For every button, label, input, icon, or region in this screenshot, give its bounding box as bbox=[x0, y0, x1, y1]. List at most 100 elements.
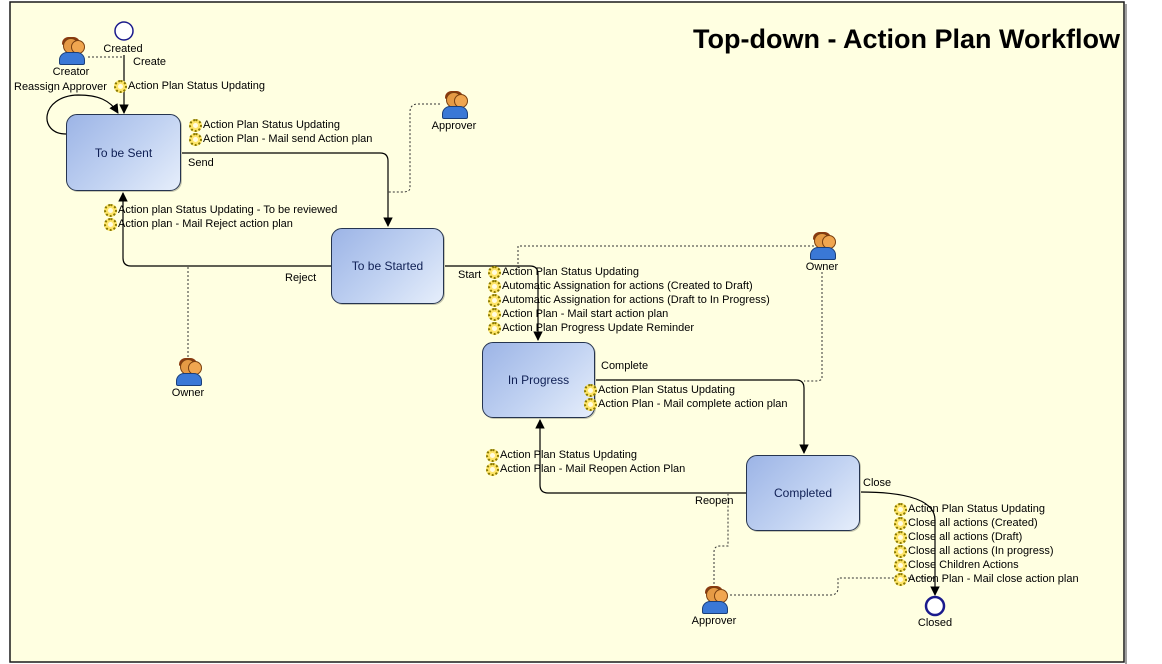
gear-icon bbox=[189, 118, 202, 132]
edge-complete bbox=[595, 379, 809, 454]
action-label: Action Plan Status Updating bbox=[128, 80, 265, 92]
action-item: Automatic Assignation for actions (Creat… bbox=[488, 279, 770, 293]
edge-start bbox=[444, 265, 543, 341]
action-item: Action Plan Status Updating bbox=[488, 265, 770, 279]
action-label: Action Plan Status Updating bbox=[502, 266, 639, 278]
action-item: Action Plan - Mail send Action plan bbox=[189, 132, 372, 146]
action-label: Automatic Assignation for actions (Creat… bbox=[502, 280, 753, 292]
gear-icon bbox=[894, 502, 907, 516]
start-terminal-label: Created bbox=[103, 43, 143, 55]
end-terminal-label: Closed bbox=[917, 617, 953, 629]
action-label: Action Plan - Mail complete action plan bbox=[598, 398, 788, 410]
gear-icon bbox=[488, 321, 501, 335]
action-label: Action plan Status Updating - To be revi… bbox=[118, 204, 338, 216]
edge-send bbox=[181, 152, 393, 227]
action-label: Action Plan - Mail start action plan bbox=[502, 308, 669, 320]
actor-owner-left-icon bbox=[174, 358, 204, 387]
transition-label-start: Start bbox=[458, 269, 482, 281]
gear-icon bbox=[894, 516, 907, 530]
action-label: Close all actions (Draft) bbox=[908, 531, 1023, 543]
action-label: Action Plan - Mail close action plan bbox=[908, 573, 1079, 585]
action-label: Action plan - Mail Reject action plan bbox=[118, 218, 293, 230]
action-item: Action Plan Status Updating bbox=[189, 118, 372, 132]
action-item: Action Plan Status Updating bbox=[114, 79, 265, 93]
action-label: Close all actions (In progress) bbox=[908, 545, 1054, 557]
gear-icon bbox=[189, 132, 202, 146]
action-item: Action Plan Status Updating bbox=[486, 448, 685, 462]
action-item: Action Plan - Mail complete action plan bbox=[584, 397, 788, 411]
gear-icon bbox=[486, 448, 499, 462]
edge-reject bbox=[118, 192, 331, 267]
canvas-background bbox=[9, 1, 1125, 663]
assoc-approver-top bbox=[388, 103, 440, 193]
state-completed[interactable]: Completed bbox=[746, 455, 860, 531]
transition-label-complete: Complete bbox=[601, 360, 649, 372]
gear-icon bbox=[104, 203, 117, 217]
actor-owner-right-label: Owner bbox=[805, 261, 839, 273]
gear-icon bbox=[486, 462, 499, 476]
action-label: Action Plan - Mail Reopen Action Plan bbox=[500, 463, 686, 475]
gear-icon bbox=[894, 572, 907, 586]
action-item: Action Plan Progress Update Reminder bbox=[488, 321, 770, 335]
assoc-owner-right bbox=[517, 245, 823, 382]
action-label: Action Plan Status Updating bbox=[203, 119, 340, 131]
action-label: Action Plan - Mail send Action plan bbox=[203, 133, 373, 145]
actor-creator-label: Creator bbox=[52, 66, 90, 78]
gear-icon bbox=[114, 79, 127, 93]
start-terminal-circle bbox=[114, 21, 134, 41]
actions-create: Action Plan Status Updating bbox=[114, 79, 265, 93]
action-label: Action Plan Status Updating bbox=[908, 503, 1045, 515]
action-item: Action Plan - Mail start action plan bbox=[488, 307, 770, 321]
state-to-be-started[interactable]: To be Started bbox=[331, 228, 444, 304]
gear-icon bbox=[488, 279, 501, 293]
transition-label-reject: Reject bbox=[285, 272, 317, 284]
action-label: Close all actions (Created) bbox=[908, 517, 1038, 529]
action-item: Action Plan Status Updating bbox=[894, 502, 1079, 516]
gear-icon bbox=[104, 217, 117, 231]
actor-approver-top-label: Approver bbox=[431, 120, 477, 132]
state-to-be-sent[interactable]: To be Sent bbox=[66, 114, 181, 191]
action-item: Action plan Status Updating - To be revi… bbox=[104, 203, 337, 217]
end-terminal-circle bbox=[924, 595, 946, 617]
transition-label-reopen: Reopen bbox=[695, 495, 734, 507]
diagram-title: Top-down - Action Plan Workflow bbox=[693, 24, 1120, 54]
action-item: Action Plan - Mail close action plan bbox=[894, 572, 1079, 586]
action-item: Close all actions (Draft) bbox=[894, 530, 1079, 544]
actor-owner-right-icon bbox=[808, 232, 838, 261]
actions-reject: Action plan Status Updating - To be revi… bbox=[104, 203, 337, 231]
transition-label-reassign-approver: Reassign Approver bbox=[14, 81, 107, 93]
action-label: Action Plan Status Updating bbox=[598, 384, 735, 396]
assoc-approver-bottom bbox=[713, 494, 935, 596]
gear-icon bbox=[488, 265, 501, 279]
actor-approver-bottom-icon bbox=[700, 586, 730, 615]
action-item: Close all actions (Created) bbox=[894, 516, 1079, 530]
state-in-progress[interactable]: In Progress bbox=[482, 342, 595, 418]
edge-reassign-approver bbox=[46, 94, 119, 135]
gear-icon bbox=[584, 397, 597, 411]
action-item: Action Plan - Mail Reopen Action Plan bbox=[486, 462, 685, 476]
action-item: Action plan - Mail Reject action plan bbox=[104, 217, 337, 231]
action-label: Action Plan Status Updating bbox=[500, 449, 637, 461]
transition-label-send: Send bbox=[188, 157, 214, 169]
edge-close bbox=[859, 491, 940, 596]
gear-icon bbox=[894, 544, 907, 558]
actor-approver-top-icon bbox=[440, 91, 470, 120]
gear-icon bbox=[894, 530, 907, 544]
edge-reopen bbox=[535, 419, 746, 494]
action-item: Automatic Assignation for actions (Draft… bbox=[488, 293, 770, 307]
action-label: Action Plan Progress Update Reminder bbox=[502, 322, 694, 334]
action-item: Action Plan Status Updating bbox=[584, 383, 788, 397]
actor-creator-icon bbox=[57, 37, 87, 66]
actor-owner-left-label: Owner bbox=[171, 387, 205, 399]
gear-icon bbox=[584, 383, 597, 397]
action-item: Close all actions (In progress) bbox=[894, 544, 1079, 558]
transition-label-close: Close bbox=[863, 477, 892, 489]
action-label: Close Children Actions bbox=[908, 559, 1019, 571]
action-item: Close Children Actions bbox=[894, 558, 1079, 572]
